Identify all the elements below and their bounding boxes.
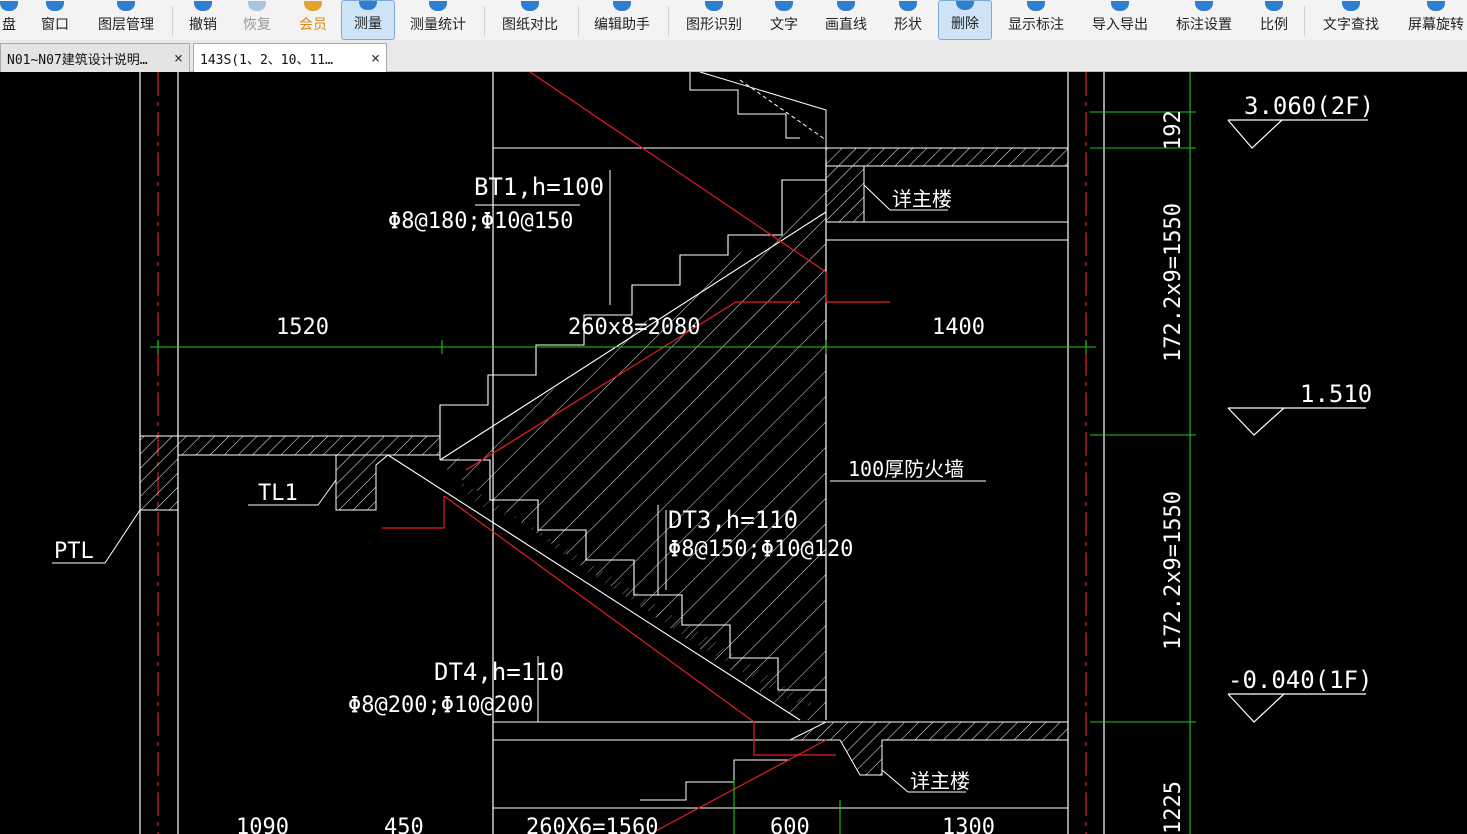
toolbar-draw-line-button[interactable]: 画直线 (818, 0, 874, 40)
dim-260x6: 260X6=1560 (526, 815, 658, 834)
dim-172-lower: 172.2x9=1550 (1161, 491, 1186, 650)
toolbar-layer-manager-button[interactable]: 图层管理 (90, 0, 162, 40)
toolbar-show-annotation-button[interactable]: 显示标注 (1000, 0, 1072, 40)
dim-1300: 1300 (942, 815, 995, 834)
tab-document-n01[interactable]: N01~N07建筑设计说明… × (0, 43, 190, 72)
toolbar-shape-recognition-button[interactable]: 图形识别 (678, 0, 750, 40)
eraser-icon (956, 1, 974, 10)
leader-lines (52, 170, 986, 793)
label-ptl: PTL (54, 539, 94, 564)
settings-icon (1195, 1, 1213, 11)
window-icon (46, 1, 64, 11)
toolbar-undo-button[interactable]: 撤销 (180, 0, 226, 40)
toolbar-scale-button[interactable]: 比例 (1252, 0, 1296, 40)
toolbar-delete-button[interactable]: 删除 (938, 0, 992, 40)
layers-icon (117, 1, 135, 11)
tab-label: N01~N07建筑设计说明… (7, 52, 148, 68)
dim-1225: 1225 (1161, 781, 1186, 834)
line-icon (837, 1, 855, 11)
ruler-icon (359, 1, 377, 10)
dim-172-upper: 172.2x9=1550 (1161, 203, 1186, 362)
dimension-lines (150, 72, 1196, 834)
toolbar-window-button[interactable]: 窗口 (32, 0, 78, 40)
toolbar-separator (484, 6, 485, 36)
level-2f: 3.060(2F) (1244, 92, 1374, 120)
dim-450: 450 (384, 815, 424, 834)
toolbar-shape-button[interactable]: 形状 (888, 0, 928, 40)
level-mid: 1.510 (1300, 380, 1372, 408)
bt1-rebar: Φ8@180;Φ10@150 (388, 209, 573, 234)
rotate-icon (1427, 1, 1445, 11)
toolbar-separator (668, 6, 669, 36)
dt4-title: DT4,h=110 (434, 658, 564, 686)
toolbar-separator (1304, 6, 1305, 36)
dim-260x8: 260x8=2080 (568, 315, 700, 340)
level-markers (1227, 119, 1368, 723)
tab-document-143s[interactable]: 143S(1、2、10、11… × (193, 43, 387, 72)
dim-1090: 1090 (236, 815, 289, 834)
shape-icon (899, 1, 917, 11)
toolbar-text-button[interactable]: 文字 (764, 0, 804, 40)
label-xiangzhulou-top: 详主楼 (892, 187, 952, 211)
text-icon (775, 1, 793, 11)
stair-flight-bt1 (439, 179, 827, 720)
toolbar-measure-stats-button[interactable]: 测量统计 (402, 0, 474, 40)
toolbar-edit-helper-button[interactable]: 编辑助手 (586, 0, 658, 40)
toolbar-rotate-screen-button[interactable]: 屏幕旋转 (1400, 0, 1467, 40)
text-search-icon (1342, 1, 1360, 11)
toolbar-measure-button[interactable]: 测量 (341, 0, 395, 40)
left-landing-slab (139, 435, 441, 511)
close-icon[interactable]: × (173, 49, 183, 67)
tab-label: 143S(1、2、10、11… (200, 52, 333, 68)
dim-600: 600 (770, 815, 810, 834)
cad-drawing-canvas[interactable]: BT1,h=100 Φ8@180;Φ10@150 1520 260x8=2080… (0, 72, 1467, 834)
level-1f: -0.040(1F) (1228, 666, 1373, 694)
import-export-icon (1111, 1, 1129, 11)
stair-flight-dt3 (387, 454, 826, 721)
dt3-title: DT3,h=110 (668, 506, 798, 534)
toolbar-separator (172, 6, 173, 36)
toolbar-redo-button[interactable]: 恢复 (234, 0, 280, 40)
stats-icon (429, 1, 447, 11)
bt1-title: BT1,h=100 (474, 173, 604, 201)
upper-stair-flight (689, 72, 827, 148)
compare-icon (521, 1, 539, 11)
drawing-texts: BT1,h=100 Φ8@180;Φ10@150 1520 260x8=2080… (54, 92, 1374, 834)
document-tab-bar: N01~N07建筑设计说明… × 143S(1、2、10、11… × (0, 40, 1467, 72)
edit-icon (613, 1, 631, 11)
recognition-icon (705, 1, 723, 11)
main-toolbar: 盘 窗口 图层管理 撤销 恢复 会员 测量 测量统计 图纸对比 编辑助手 图形识… (0, 0, 1467, 40)
dim-1400: 1400 (932, 315, 985, 340)
dim-192: 192 (1161, 110, 1186, 150)
toolbar-vip-button[interactable]: 会员 (290, 0, 336, 40)
toolbar-separator (578, 6, 579, 36)
toolbar-disk-button[interactable]: 盘 (0, 0, 20, 40)
toolbar-import-export-button[interactable]: 导入导出 (1084, 0, 1156, 40)
dt3-rebar: Φ8@150;Φ10@120 (668, 537, 853, 562)
undo-icon (194, 1, 212, 11)
vip-icon (304, 1, 322, 11)
dt4-rebar: Φ8@200;Φ10@200 (348, 693, 533, 718)
close-icon[interactable]: × (370, 49, 380, 67)
redo-icon (248, 1, 266, 11)
label-tl1: TL1 (258, 481, 298, 506)
disk-icon (0, 1, 18, 11)
lower-landing-slab (492, 721, 1069, 808)
label-xiangzhulou-bottom: 详主楼 (910, 769, 970, 793)
label-firewall: 100厚防火墙 (848, 457, 964, 481)
toolbar-annotation-settings-button[interactable]: 标注设置 (1168, 0, 1240, 40)
eye-icon (1027, 1, 1045, 11)
scale-icon (1265, 1, 1283, 11)
rebar-lines (382, 72, 890, 834)
toolbar-compare-button[interactable]: 图纸对比 (494, 0, 566, 40)
dim-1520: 1520 (276, 315, 329, 340)
toolbar-text-search-button[interactable]: 文字查找 (1314, 0, 1388, 40)
